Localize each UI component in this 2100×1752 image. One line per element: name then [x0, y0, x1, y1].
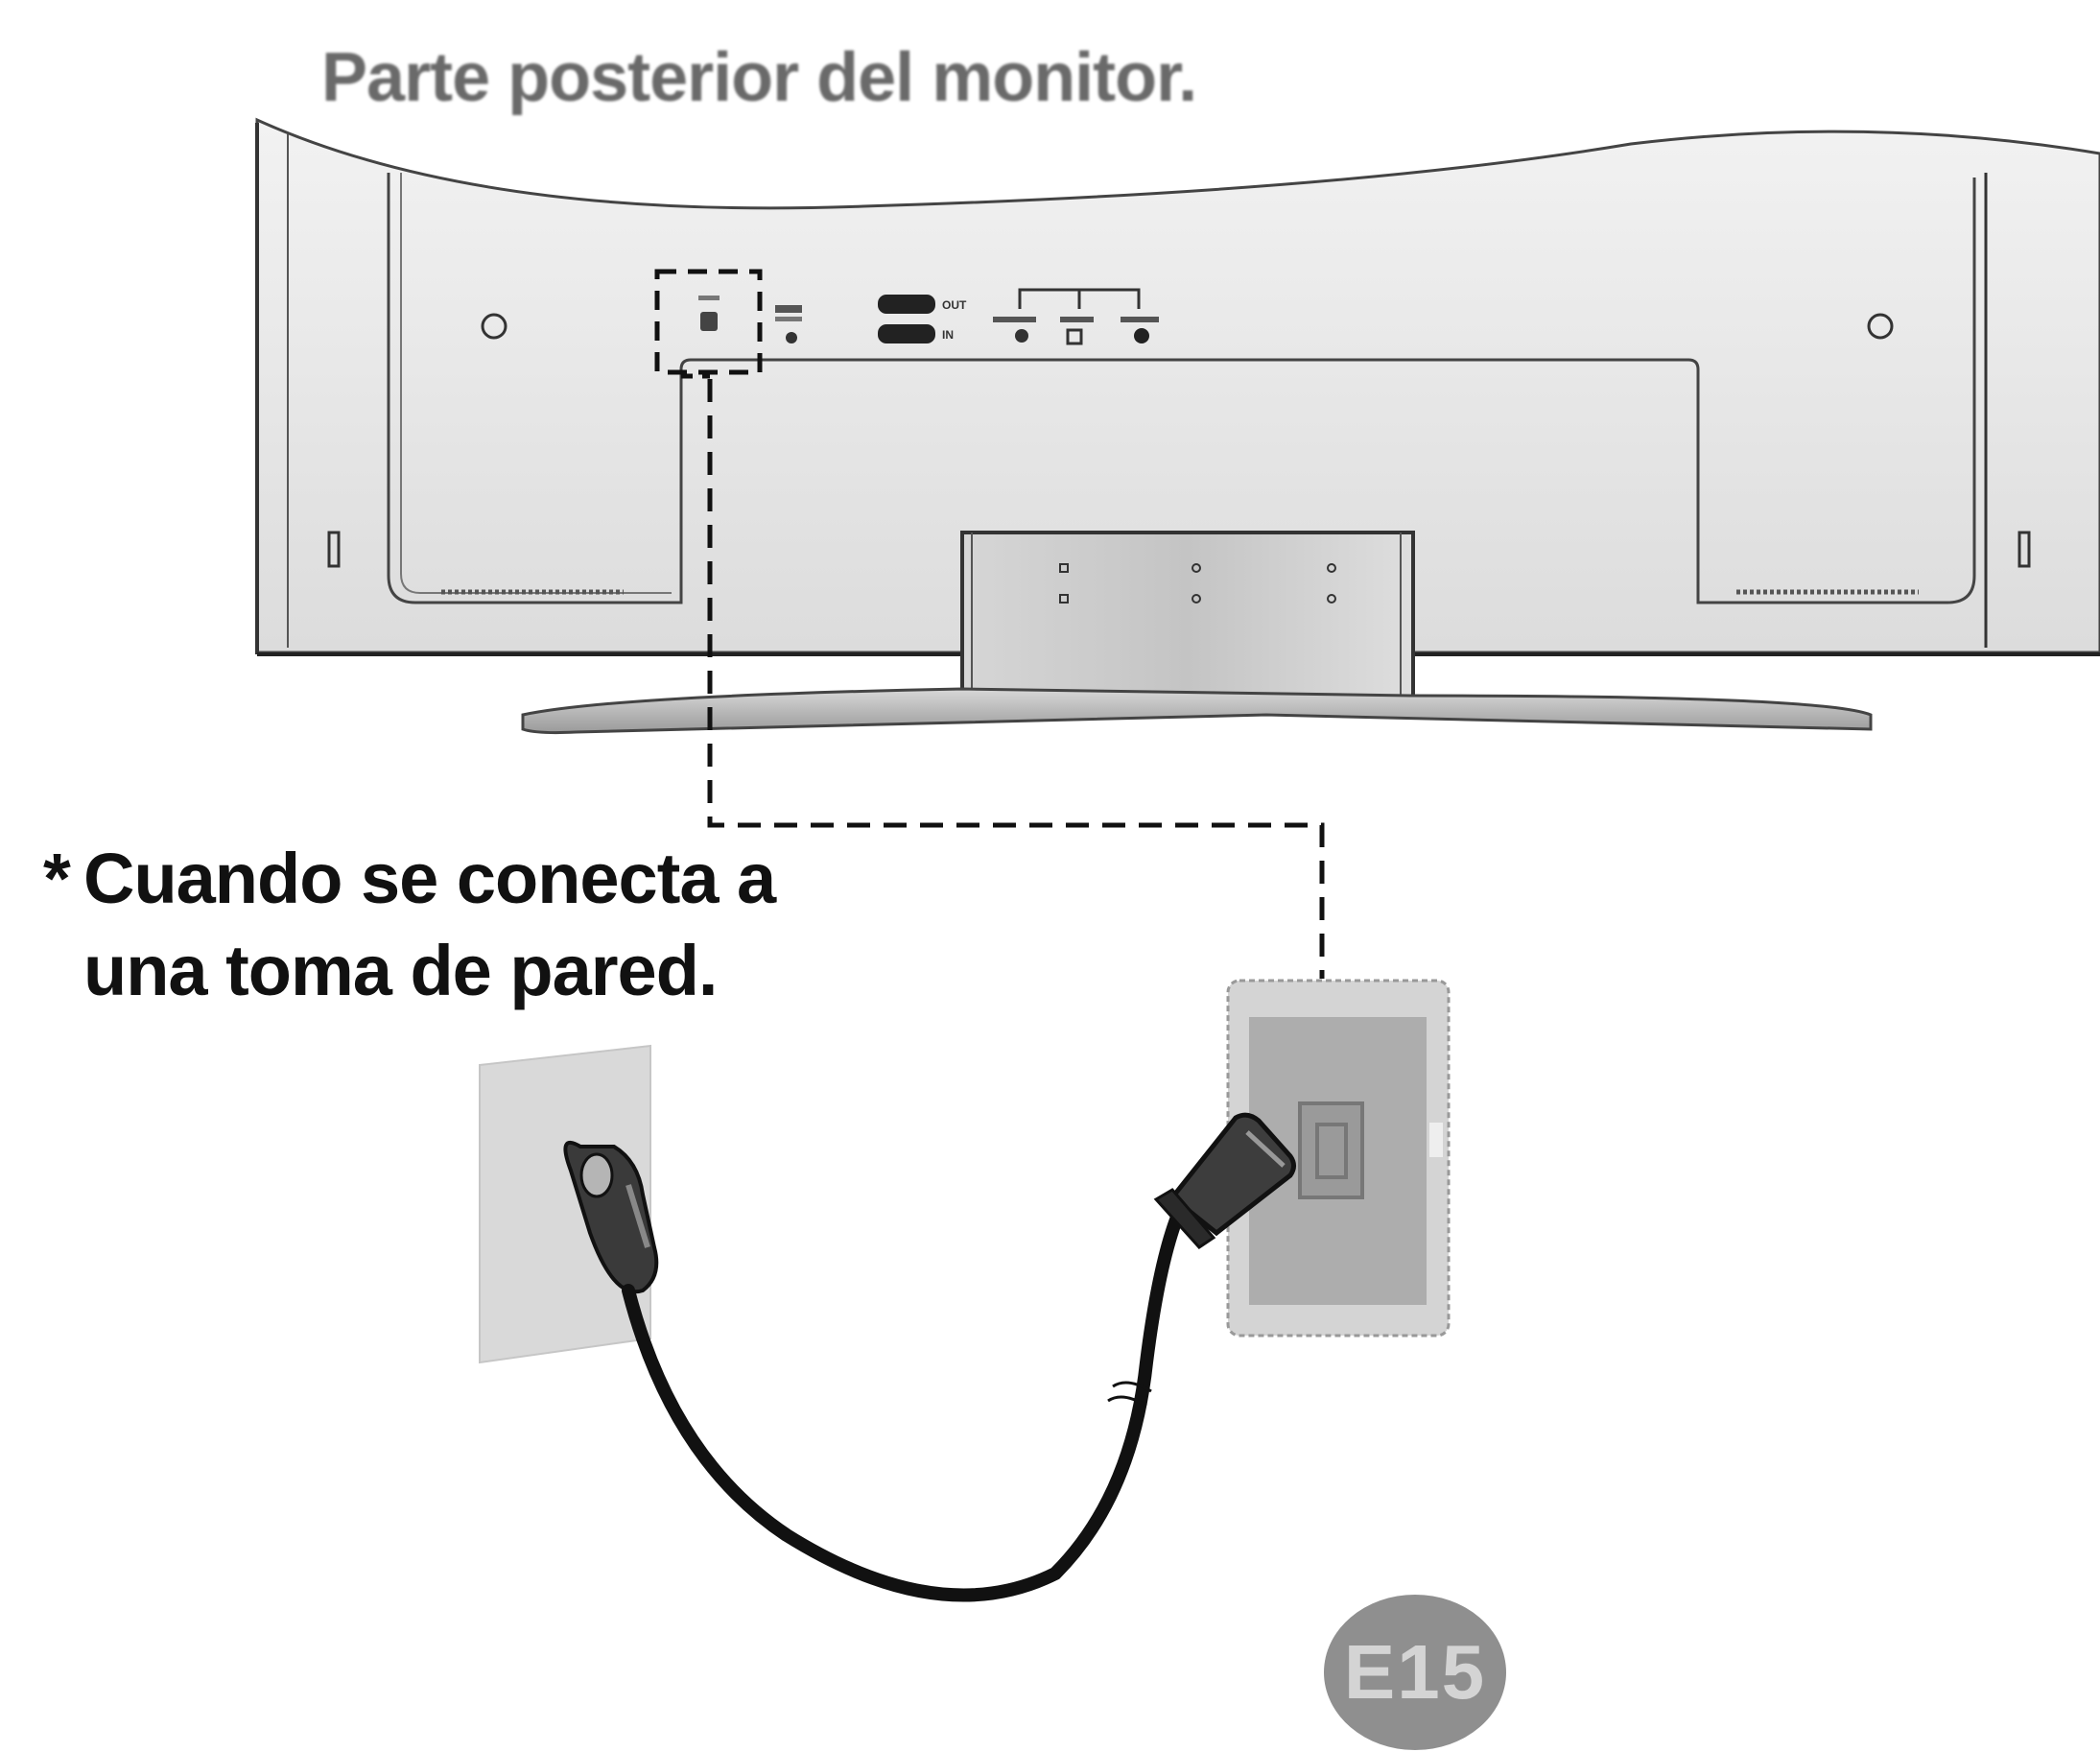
- note-line-1: Cuando se conecta a: [83, 839, 776, 918]
- power-cable-icon: [622, 1193, 1192, 1602]
- dashed-guide-line: [707, 379, 1325, 979]
- monitor-back-panel: [255, 117, 2100, 656]
- wall-outlet-icon: [479, 1044, 651, 1364]
- connection-note: * Cuando se conecta a una toma de pared.: [43, 833, 776, 1017]
- iec-plug-icon: [1153, 1112, 1296, 1249]
- power-inlet-panel: [1226, 979, 1451, 1338]
- connector-panel: OUT IN: [654, 269, 1159, 375]
- page-number: E15: [1343, 1629, 1487, 1715]
- d-sub-in-label: IN: [942, 328, 954, 342]
- d-sub-out-label: OUT: [942, 298, 967, 312]
- note-line-2: una toma de pared.: [83, 931, 718, 1010]
- page-title: Parte posterior del monitor.: [321, 39, 1197, 116]
- note-asterisk: *: [43, 839, 71, 918]
- ac-plug-icon: [563, 1140, 659, 1294]
- monitor-stand: [521, 531, 1873, 735]
- power-port-icon: [700, 312, 718, 331]
- page-number-badge: E15: [1324, 1595, 1506, 1750]
